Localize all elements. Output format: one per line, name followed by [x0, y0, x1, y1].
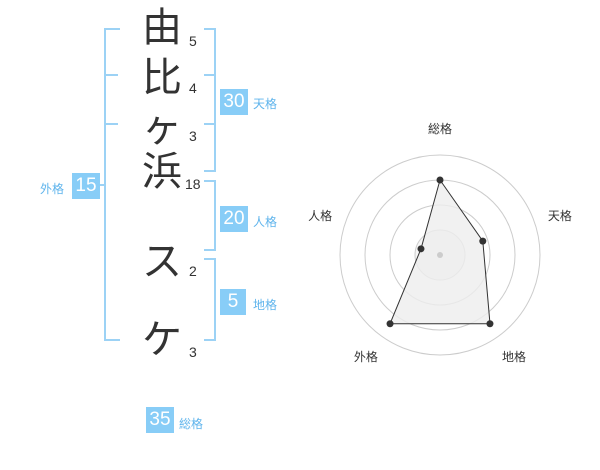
- stroke-count-6: 3: [189, 344, 197, 360]
- radar-point-4: [386, 320, 394, 328]
- radar-point-1: [436, 176, 444, 184]
- radar-axis-label-2: 天格: [548, 208, 572, 223]
- radar-point-2: [479, 237, 487, 245]
- stroke-count-2: 4: [189, 80, 197, 96]
- chikaku-label: 地格: [253, 298, 278, 312]
- gaikaku-label: 外格: [40, 182, 65, 196]
- stroke-count-3: 3: [189, 128, 197, 144]
- jinkaku-label: 人格: [253, 215, 278, 229]
- name-char-2: 比: [142, 55, 182, 101]
- stroke-count-5: 2: [189, 263, 197, 279]
- name-char-4: 浜: [142, 149, 182, 195]
- stroke-count-4: 18: [185, 176, 201, 192]
- tenkaku-score: 30: [220, 89, 248, 115]
- radar-axis-label-5: 人格: [308, 208, 332, 223]
- radar-point-5: [417, 245, 425, 253]
- radar-axis-label-1: 総格: [428, 121, 452, 136]
- radar-center: [437, 252, 443, 258]
- tenkaku-label: 天格: [253, 97, 278, 111]
- radar-ring-4: [339, 154, 541, 356]
- soukaku-score: 35: [146, 407, 174, 433]
- name-char-3: ヶ: [142, 105, 182, 151]
- radar-polygon: [389, 178, 491, 325]
- radar-axis-label-3: 地格: [502, 349, 526, 364]
- radar-point-3: [486, 320, 494, 328]
- chikaku-score: 5: [220, 289, 246, 315]
- name-char-1: 由: [142, 5, 182, 51]
- gaikaku-score: 15: [72, 173, 100, 199]
- name-char-5: ス: [142, 239, 182, 285]
- stroke-count-1: 5: [189, 33, 197, 49]
- soukaku-label: 総格: [179, 417, 204, 431]
- jinkaku-score: 20: [220, 206, 248, 232]
- radar-axis-label-4: 外格: [354, 349, 378, 364]
- name-char-6: ケ: [142, 317, 182, 363]
